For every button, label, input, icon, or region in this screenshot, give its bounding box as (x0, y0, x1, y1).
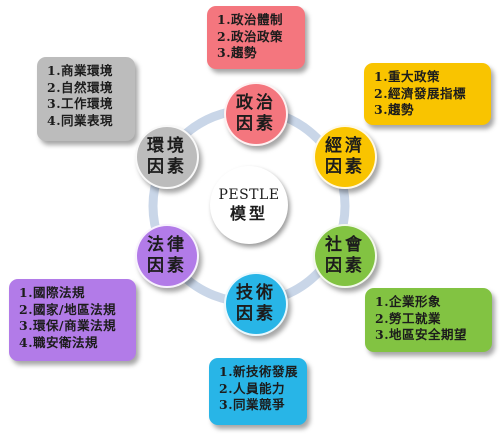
environment-label: 環境因素 (147, 136, 187, 177)
law-label: 法律因素 (147, 235, 187, 276)
politics-item: 1.政治體制 (217, 12, 284, 27)
politics-item: 3.趨勢 (217, 45, 258, 60)
society-label: 社會因素 (325, 235, 365, 276)
center-subtitle: 模型 (229, 204, 268, 223)
center-title: PESTLE (218, 187, 280, 203)
society-item: 3.地區安全期望 (375, 327, 468, 342)
politics-box: 1.政治體制 2.政治政策 3.趨勢 (207, 6, 305, 69)
law-item: 1.國際法規 (19, 285, 86, 300)
economy-circle: 經濟因素 (313, 125, 377, 189)
society-circle: 社會因素 (313, 224, 377, 288)
technology-label: 技術因素 (236, 283, 276, 324)
environment-circle: 環境因素 (135, 125, 199, 189)
technology-box: 1.新技術發展 2.人員能力 3.同業競爭 (209, 358, 307, 425)
society-item: 2.勞工就業 (375, 310, 442, 326)
law-item: 2.國家/地區法規 (19, 301, 117, 317)
technology-circle: 技術因素 (224, 272, 288, 336)
economy-item: 3.趨勢 (374, 102, 415, 117)
politics-circle: 政治因素 (224, 82, 288, 146)
environment-item: 4.同業表現 (47, 112, 114, 128)
economy-item: 2.經濟發展指標 (374, 85, 467, 101)
economy-item: 1.重大政策 (374, 69, 441, 84)
law-circle: 法律因素 (135, 224, 199, 288)
environment-box: 1.商業環境 2.自然環境 3.工作環境 4.同業表現 (37, 57, 135, 141)
economy-label: 經濟因素 (325, 136, 365, 177)
politics-item: 2.政治政策 (217, 28, 284, 44)
technology-item: 1.新技術發展 (219, 364, 299, 379)
society-item: 1.企業形象 (375, 294, 442, 309)
technology-item: 3.同業競爭 (219, 397, 286, 412)
pestle-center: PESTLE 模型 (210, 166, 288, 244)
law-item: 3.環保/商業法規 (19, 318, 117, 333)
society-box: 1.企業形象 2.勞工就業 3.地區安全期望 (365, 288, 492, 352)
environment-item: 3.工作環境 (47, 96, 114, 111)
law-item: 4.職安衛法規 (19, 334, 99, 350)
economy-box: 1.重大政策 2.經濟發展指標 3.趨勢 (364, 63, 491, 125)
environment-item: 1.商業環境 (47, 63, 114, 78)
politics-label: 政治因素 (236, 93, 276, 134)
law-box: 1.國際法規 2.國家/地區法規 3.環保/商業法規 4.職安衛法規 (9, 279, 136, 361)
environment-item: 2.自然環境 (47, 79, 114, 95)
technology-item: 2.人員能力 (219, 380, 286, 396)
